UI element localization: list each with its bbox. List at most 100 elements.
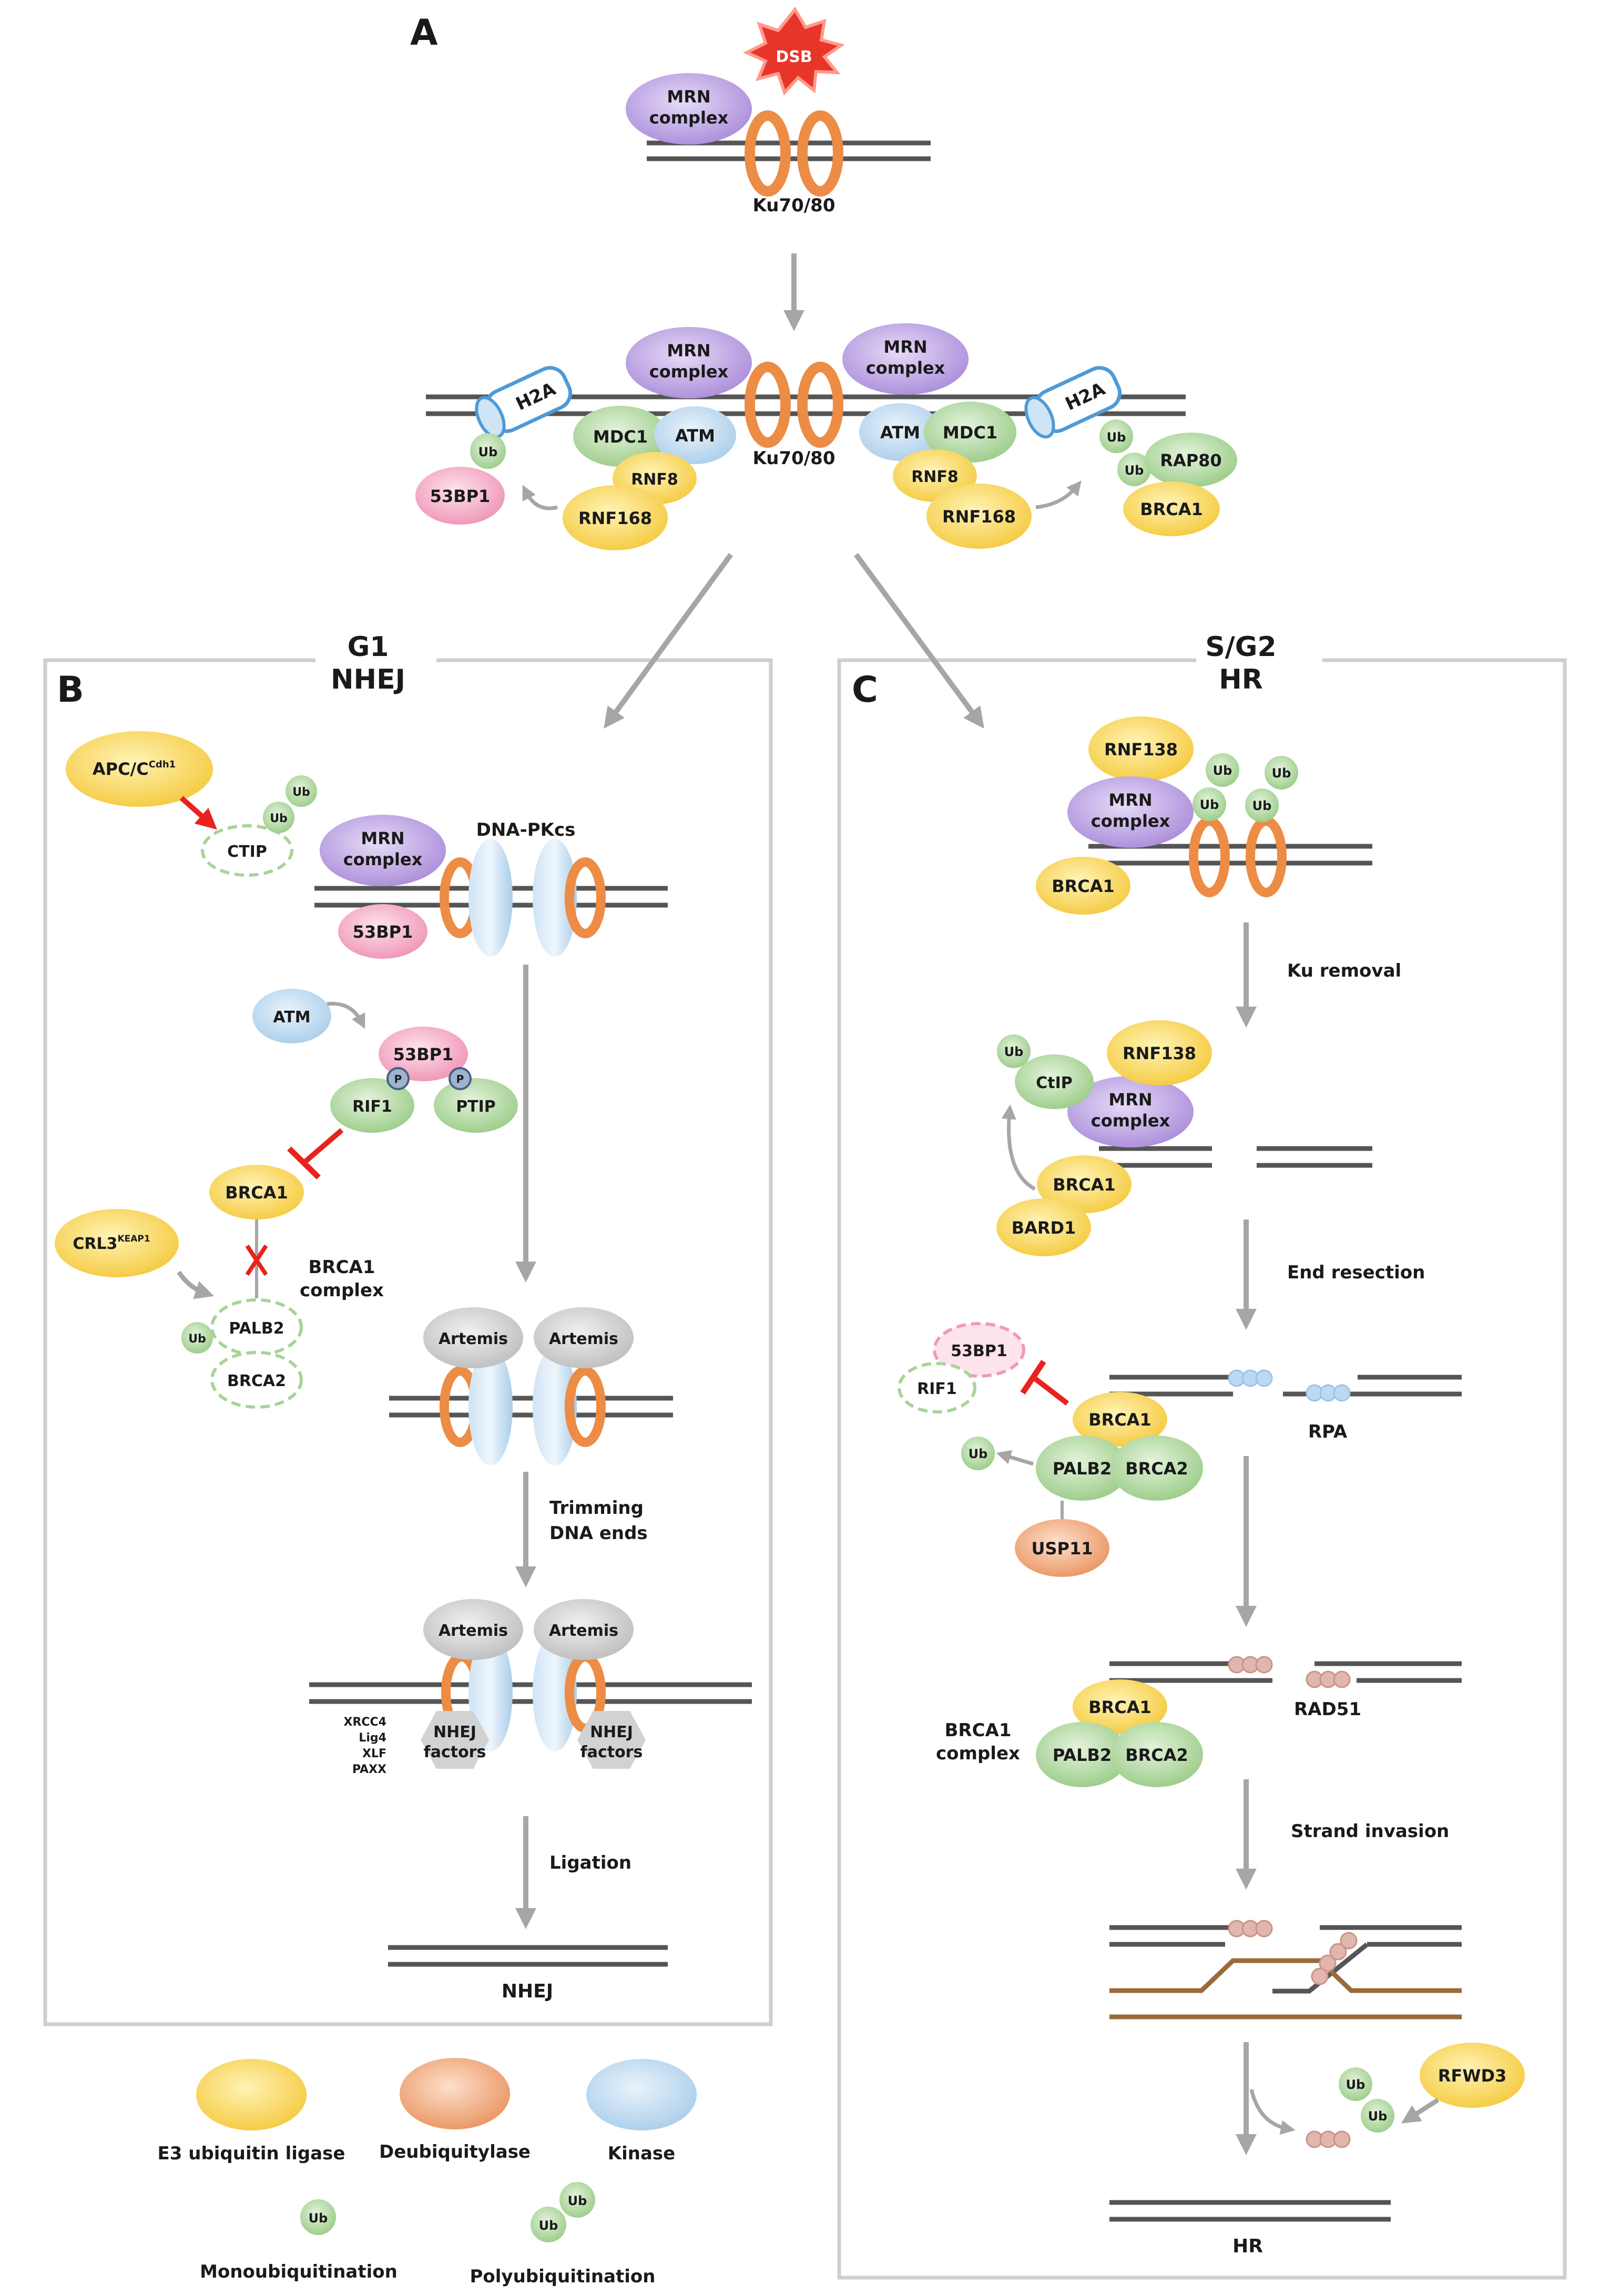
brca2-b-label: BRCA2: [227, 1372, 286, 1390]
panel-frames: [43, 631, 1567, 2280]
rif1-b-label: RIF1: [352, 1098, 392, 1116]
mrn-b-label-1: MRN: [361, 828, 404, 848]
phospho-ptip: [449, 1067, 472, 1090]
brca2-c3-label: BRCA2: [1125, 1459, 1188, 1479]
p53bp1-b: [338, 904, 427, 959]
mrn-c2-label-1: MRN: [1108, 1090, 1152, 1110]
arrow-rnf168-to-brca1: [1035, 480, 1082, 509]
ku-label: Ku70/80: [752, 195, 835, 216]
arrow-rfwd3: [1401, 2098, 1440, 2124]
rad51-label: RAD51: [1294, 1699, 1361, 1720]
rnf8-a-left-label: RNF8: [631, 470, 678, 489]
ub-c1-1-label: Ub: [1213, 763, 1232, 778]
phospho-rif1-label: P: [394, 1073, 402, 1085]
mrn-right-label-1: MRN: [883, 337, 927, 357]
arrow-to-hr: [853, 553, 984, 729]
inhibition-bar-b: [287, 1146, 321, 1180]
nhej-factors-left-1: NHEJ: [433, 1723, 476, 1741]
palb2-c3: [1036, 1436, 1128, 1501]
ptip-b-label: PTIP: [456, 1098, 496, 1116]
arrow-to-nhej: [604, 553, 733, 729]
legend-poly-ub-2: Ub: [539, 2218, 558, 2233]
panel-a-label: A: [410, 12, 438, 54]
mrn-complex-left: [626, 327, 752, 398]
palb2-c3-label: PALB2: [1053, 1459, 1112, 1479]
nhej-factors-right: [577, 1711, 646, 1769]
brca1-c2: [1037, 1155, 1132, 1213]
arrow-crl3-palb2: [177, 1270, 215, 1299]
legend: E3 ubiquitin ligase Deubiquitylase Kinas…: [158, 2058, 697, 2287]
panel-c: RNF138 MRN complex BRCA1 Ub Ub Ub Ub Ku …: [898, 716, 1525, 2257]
legend-poly-label: Polyubiquitination: [470, 2266, 655, 2287]
rpa-left: [1228, 1369, 1273, 1387]
inhibition-brca1-53bp1: [1031, 1375, 1069, 1406]
legend-kinase-swatch: [586, 2059, 697, 2130]
hr-result: HR: [1232, 2236, 1263, 2257]
ub-ctip-1-label: Ub: [270, 812, 288, 825]
mrn-b: [320, 815, 446, 886]
ub-rfwd3-1-label: Ub: [1346, 2077, 1365, 2092]
brca1-c1-label: BRCA1: [1052, 876, 1115, 896]
rnf138-c2-label: RNF138: [1123, 1043, 1196, 1063]
ku-c1-right: [1246, 816, 1287, 897]
mrn-label-1: MRN: [667, 87, 710, 107]
rnf168-a-left-label: RNF168: [578, 508, 652, 528]
rif1-c3: [898, 1362, 976, 1413]
arrow-atm-53bp1: [327, 1001, 365, 1029]
apcc: [66, 731, 213, 807]
legend-mono-label: Monoubiquitination: [200, 2261, 398, 2282]
mrn-label-2: complex: [649, 108, 729, 128]
rap80-a-label: RAP80: [1160, 450, 1221, 470]
nhej-factors-right-2: factors: [580, 1743, 643, 1761]
ku-label-2: Ku70/80: [752, 448, 835, 469]
inhibition-rif1-brca1: [302, 1128, 344, 1165]
mdc1-a-right-label: MDC1: [943, 423, 997, 443]
mdc1-a-left: [573, 406, 668, 467]
ub-a-right-2-label: Ub: [1125, 463, 1144, 478]
p53bp1-c3-label: 53BP1: [951, 1342, 1007, 1360]
artemis-b3-left: [423, 1599, 523, 1660]
legend-dub-label: Deubiquitylase: [379, 2141, 531, 2162]
dnapk-b3-right: [533, 1634, 577, 1751]
mrn-c1-label-1: MRN: [1108, 790, 1152, 810]
rad51-left: [1228, 1656, 1273, 1674]
rif1-c3-label: RIF1: [917, 1380, 957, 1398]
ub-c1-4: [1245, 788, 1279, 822]
factor-xlf: XLF: [362, 1747, 386, 1760]
dsb-label: DSB: [776, 48, 812, 66]
ku-b-right: [565, 857, 606, 938]
mrn-complex: [626, 73, 752, 145]
brca1-complex-b-2: complex: [300, 1280, 384, 1301]
ku-b2-right: [565, 1366, 606, 1447]
arrow-palb2-ub: [996, 1450, 1034, 1466]
template-strand: [1109, 1958, 1462, 2020]
rnf8-a-right-label: RNF8: [911, 468, 959, 486]
arrow-rnf168-to-53bp1: [522, 485, 558, 510]
nhej-factors-right-1: NHEJ: [590, 1723, 633, 1741]
panel-c-phase: S/G2: [1205, 631, 1276, 663]
arrow-to-rad51-release: [1249, 2089, 1296, 2135]
ctip-b-label: CTIP: [227, 843, 267, 861]
rnf138-c1-label: RNF138: [1104, 740, 1178, 760]
brca1-b: [209, 1165, 304, 1219]
panel-b-pathway: NHEJ: [331, 664, 405, 695]
ub-c1-1: [1206, 753, 1239, 787]
brca2-c3: [1110, 1436, 1203, 1501]
legend-e3-label: E3 ubiquitin ligase: [158, 2143, 345, 2164]
atm-a-right: [859, 403, 941, 461]
rnf168-a-right-label: RNF168: [942, 507, 1016, 527]
palb2-c4-label: PALB2: [1053, 1745, 1112, 1765]
rpa-right: [1306, 1384, 1351, 1402]
h2a-right: H2A: [1024, 366, 1122, 439]
brca1-c1: [1036, 857, 1130, 915]
legend-mono-ub: Ub: [309, 2211, 328, 2226]
mrn-c1: [1067, 776, 1194, 848]
brca2-b: [210, 1351, 303, 1409]
ub-a-right-2: [1117, 453, 1151, 486]
mrn-c1-label-2: complex: [1091, 811, 1170, 831]
nhej-factors-left-2: factors: [424, 1743, 486, 1761]
legend-poly-swatch-1: [559, 2182, 595, 2218]
ub-c1-3-label: Ub: [1272, 766, 1291, 781]
factor-lig4: Lig4: [359, 1731, 386, 1745]
phospho-rif1: [386, 1067, 410, 1090]
